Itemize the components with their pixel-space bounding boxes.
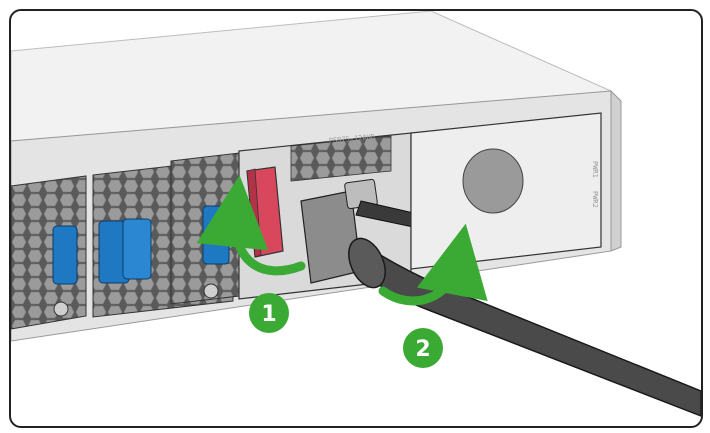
callout-2-label: 2: [415, 337, 430, 362]
callout-2: 2: [403, 328, 443, 368]
fan-handle-left-a: [52, 225, 78, 285]
power-cord: [349, 245, 701, 417]
chassis-side: [610, 89, 622, 252]
power-cord-connector: [348, 237, 386, 289]
fan-handle-middle-b: [122, 218, 152, 280]
pwr2-label: PWR2: [591, 191, 599, 208]
blank-slot-opening: [462, 148, 524, 214]
fan-handle-right: [202, 205, 230, 265]
power-module-vent: [290, 135, 392, 182]
pwr1-label: PWR1: [591, 161, 599, 178]
installation-diagram: PSR75-12AHD PWR1 PWR2 1 2: [11, 11, 701, 417]
callout-1: 1: [249, 293, 289, 333]
rotate-arrow-2: [378, 223, 488, 306]
fan-screw-right: [203, 283, 219, 299]
fan-screw-left: [53, 301, 69, 317]
callout-1-label: 1: [261, 302, 276, 327]
rotate-arrow-1: [196, 175, 306, 276]
illustration-frame: PSR75-12AHD PWR1 PWR2 1 2: [9, 9, 703, 428]
fan-module-left: [11, 175, 87, 330]
